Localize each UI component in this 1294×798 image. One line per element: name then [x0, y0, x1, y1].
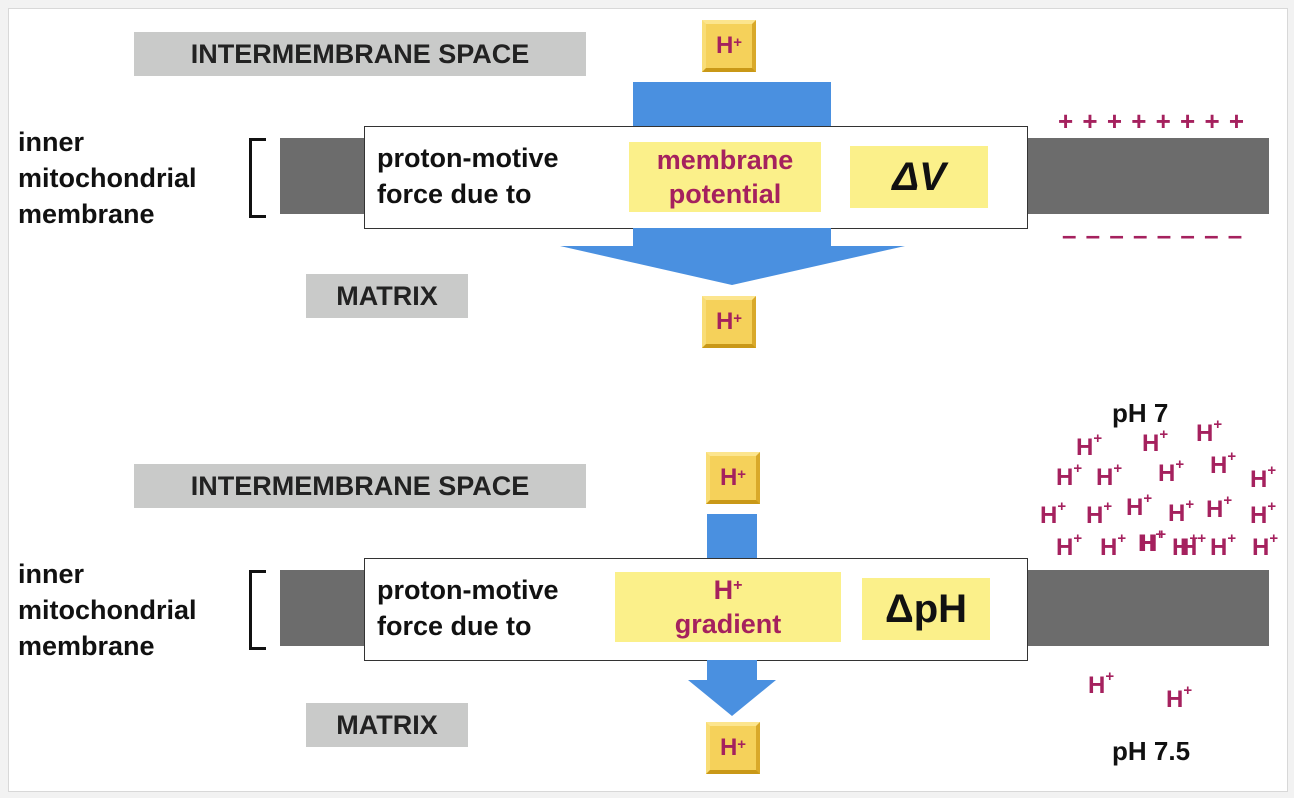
cause-proton: H — [713, 575, 734, 605]
proton-tile-matrix: H+ — [702, 296, 756, 348]
cause-line: H+ — [713, 575, 743, 605]
ph-intermembrane-label: pH 7 — [1112, 398, 1169, 428]
matrix-label: MATRIX — [306, 274, 468, 318]
delta-v-symbol: ΔV — [850, 146, 988, 208]
proton-symbol: H — [719, 734, 738, 761]
matrix-label: MATRIX — [306, 703, 468, 747]
proton-ion: H+ — [1096, 460, 1123, 491]
proton-ion: H+ — [1180, 530, 1207, 561]
membrane-label-line: mitochondrial — [18, 163, 197, 193]
proton-ion: H+ — [1056, 460, 1083, 491]
proton-ion: H+ — [1086, 498, 1113, 529]
proton-tile-intermembrane: H+ — [706, 452, 760, 504]
membrane-bracket — [249, 570, 266, 650]
intermembrane-space-label: INTERMEMBRANE SPACE — [134, 32, 586, 76]
membrane-label-line: membrane — [18, 631, 155, 661]
proton-ion: H+ — [1210, 448, 1237, 479]
negative-charges: – – – – – – – – — [1062, 220, 1244, 250]
proton-ion: H+ — [1166, 682, 1193, 713]
cause-line: membrane — [656, 145, 794, 175]
proton-ion: H+ — [1056, 530, 1083, 561]
proton-ion: H+ — [1040, 498, 1067, 529]
proton-ion: H+ — [1172, 530, 1199, 561]
pmf-text-line: proton-motive — [377, 143, 559, 173]
intermembrane-space-label: INTERMEMBRANE SPACE — [134, 464, 586, 508]
proton-ion: H+ — [1206, 492, 1233, 523]
membrane-label-line: membrane — [18, 199, 155, 229]
ph-matrix-label: pH 7.5 — [1112, 736, 1191, 766]
proton-ion: H+ — [1126, 490, 1153, 521]
proton-tile-matrix: H+ — [706, 722, 760, 774]
cause-line: potential — [668, 179, 782, 209]
cause-line: gradient — [674, 609, 782, 639]
proton-ion: H+ — [1138, 526, 1165, 557]
pmf-text: proton-motive force due to — [377, 572, 559, 644]
membrane-label-line: inner — [18, 559, 85, 589]
membrane-side-label: inner mitochondrial membrane — [18, 556, 197, 664]
delta-ph-text: ΔpH — [884, 586, 968, 631]
membrane-side-label: inner mitochondrial membrane — [18, 124, 197, 232]
arrow-head — [688, 680, 776, 716]
proton-symbol: H — [715, 308, 734, 335]
arrow-head — [560, 246, 905, 285]
proton-ion: H+ — [1250, 462, 1277, 493]
pmf-text-line: proton-motive — [377, 575, 559, 605]
membrane-bracket — [249, 138, 266, 218]
arrow-shaft-bottom — [707, 660, 757, 682]
proton-symbol: H — [715, 32, 734, 59]
proton-ion: H+ — [1252, 530, 1279, 561]
membrane-label-line: mitochondrial — [18, 595, 197, 625]
membrane-potential-highlight: membrane potential — [629, 142, 821, 212]
proton-ion: H+ — [1196, 416, 1223, 447]
delta-ph-symbol: ΔpH — [862, 578, 990, 640]
proton-tile-intermembrane: H+ — [702, 20, 756, 72]
arrow-shaft-top — [633, 82, 831, 128]
pmf-text-line: force due to — [377, 179, 532, 209]
arrow-shaft-bottom — [633, 228, 831, 247]
delta-v-text: ΔV — [892, 154, 946, 199]
proton-ion: H+ — [1088, 668, 1115, 699]
proton-symbol: H — [719, 464, 738, 491]
proton-ion: H+ — [1076, 430, 1103, 461]
arrow-shaft-top — [707, 514, 757, 560]
proton-ion: H+ — [1168, 496, 1195, 527]
proton-gradient-highlight: H+ gradient — [615, 572, 841, 642]
pmf-text-line: force due to — [377, 611, 532, 641]
proton-ion: H+ — [1250, 498, 1277, 529]
pmf-text: proton-motive force due to — [377, 140, 559, 212]
proton-ion: H+ — [1210, 530, 1237, 561]
membrane-label-line: inner — [18, 127, 85, 157]
proton-ion: H+ — [1158, 456, 1185, 487]
proton-ion: H+ — [1142, 426, 1169, 457]
positive-charges: + + + + + + + + — [1058, 106, 1246, 136]
proton-ion: H+ — [1140, 526, 1167, 557]
proton-ion: H+ — [1100, 530, 1127, 561]
